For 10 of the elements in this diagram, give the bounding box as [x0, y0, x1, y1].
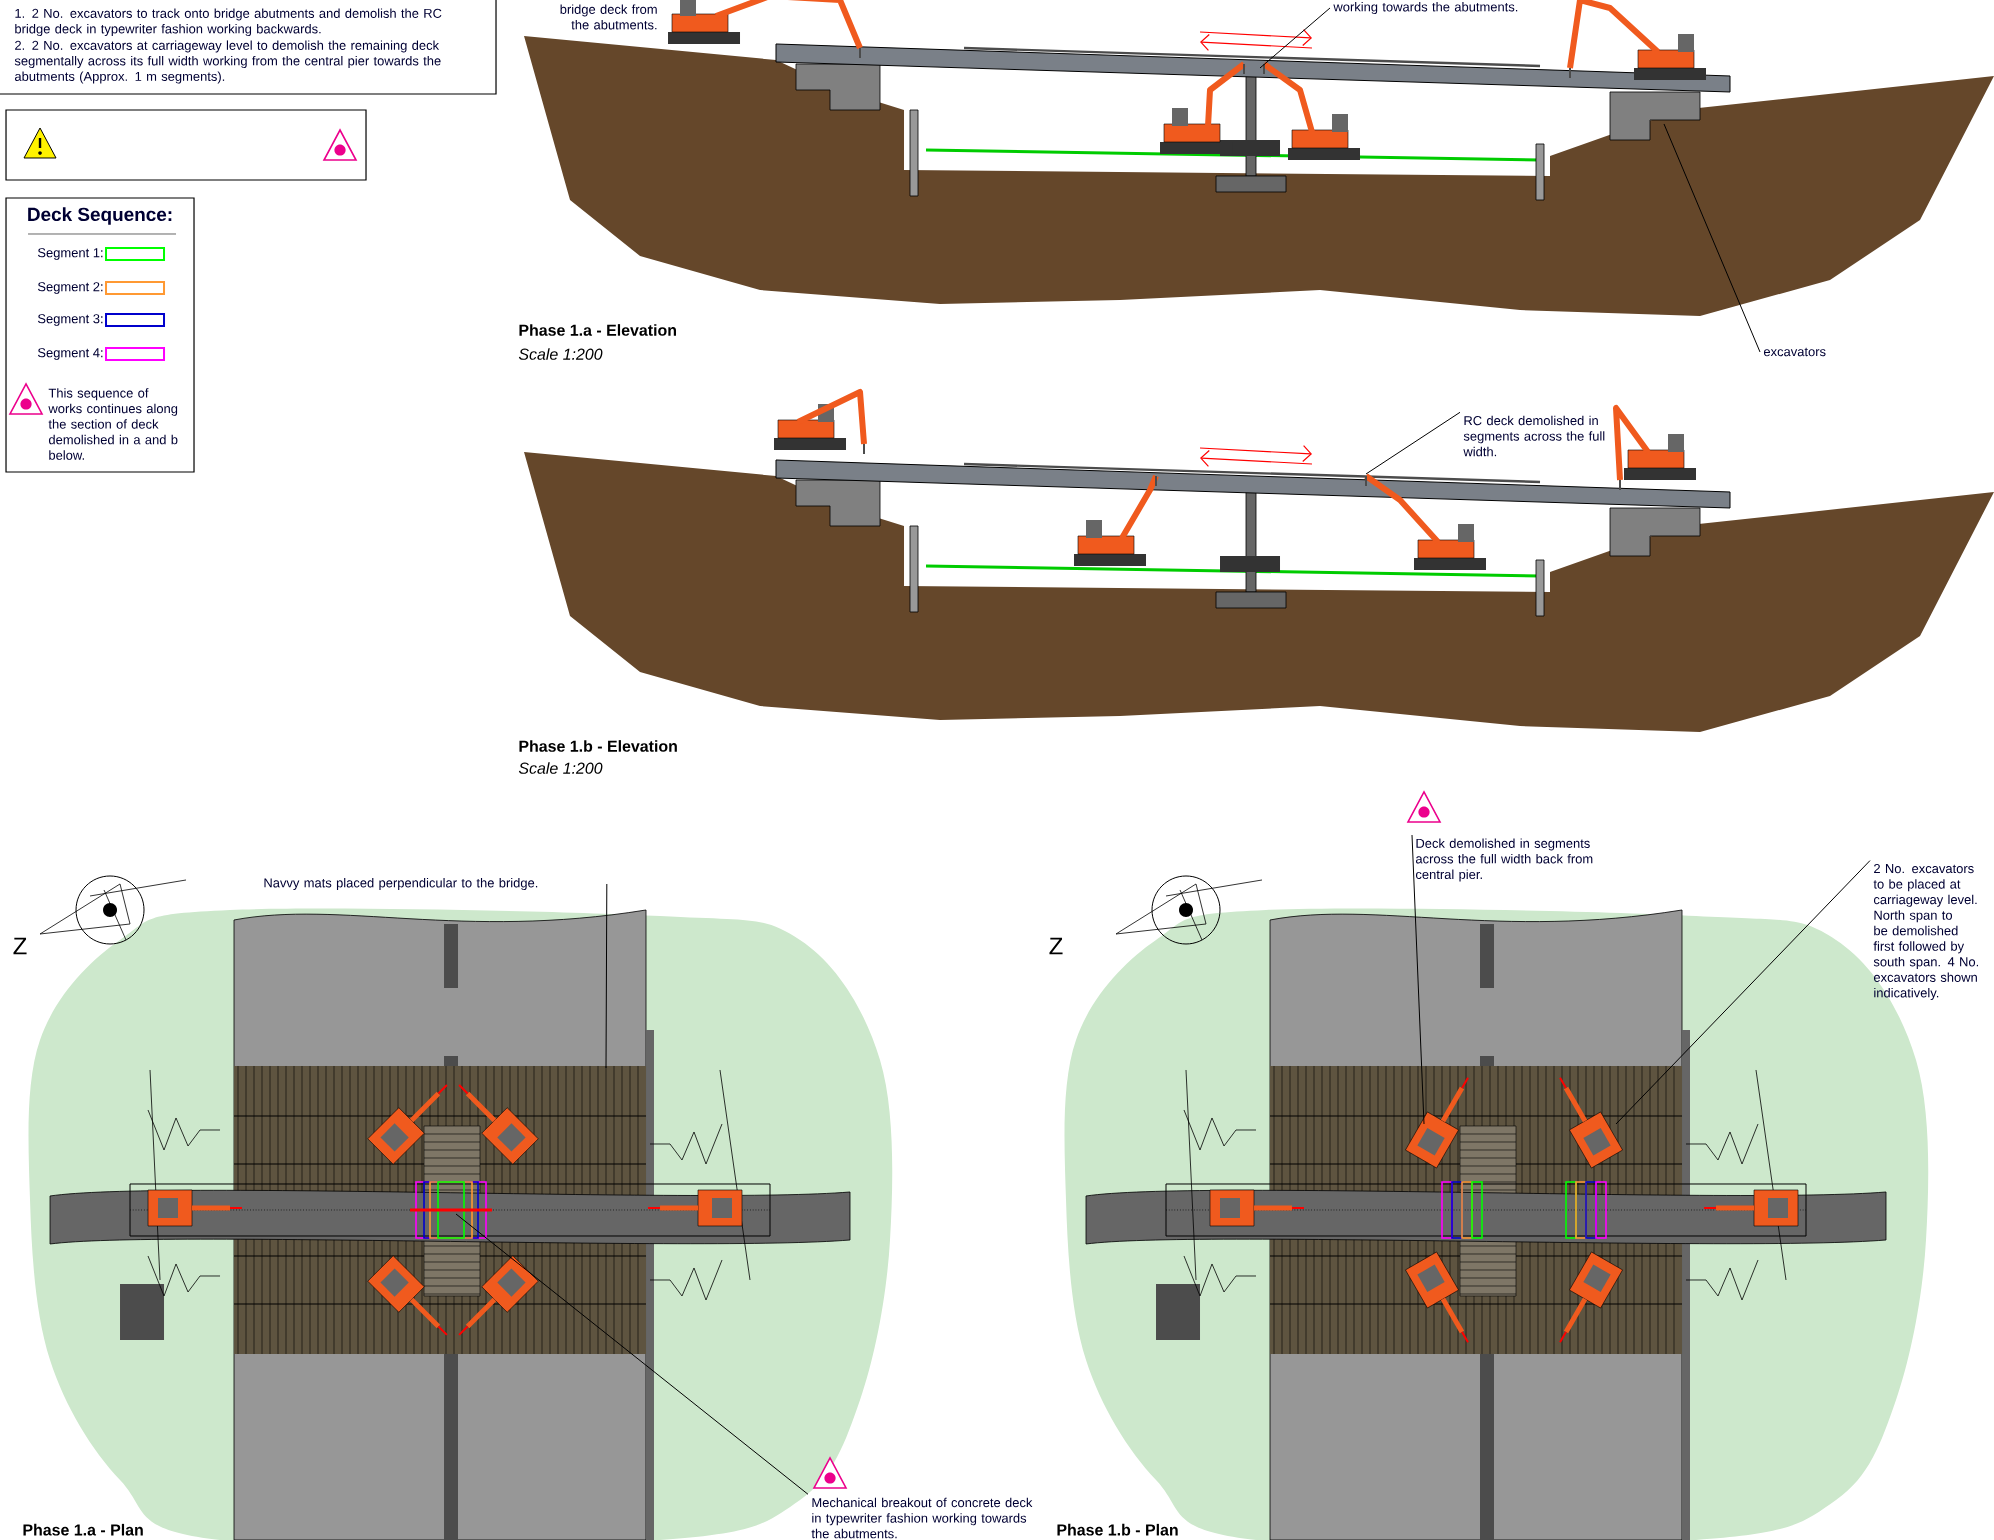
leader-line — [1365, 411, 1461, 475]
compass-letter: Z — [13, 937, 27, 955]
legend-title: Deck Sequence: — [28, 207, 172, 225]
leader-line — [605, 883, 608, 1069]
compass-letter: Z — [1049, 937, 1063, 955]
leader-line — [1259, 7, 1331, 69]
leader-line — [1411, 834, 1425, 1125]
leader-line — [455, 1213, 809, 1495]
leader-line — [1615, 860, 1871, 1125]
leader-line — [1663, 123, 1761, 353]
